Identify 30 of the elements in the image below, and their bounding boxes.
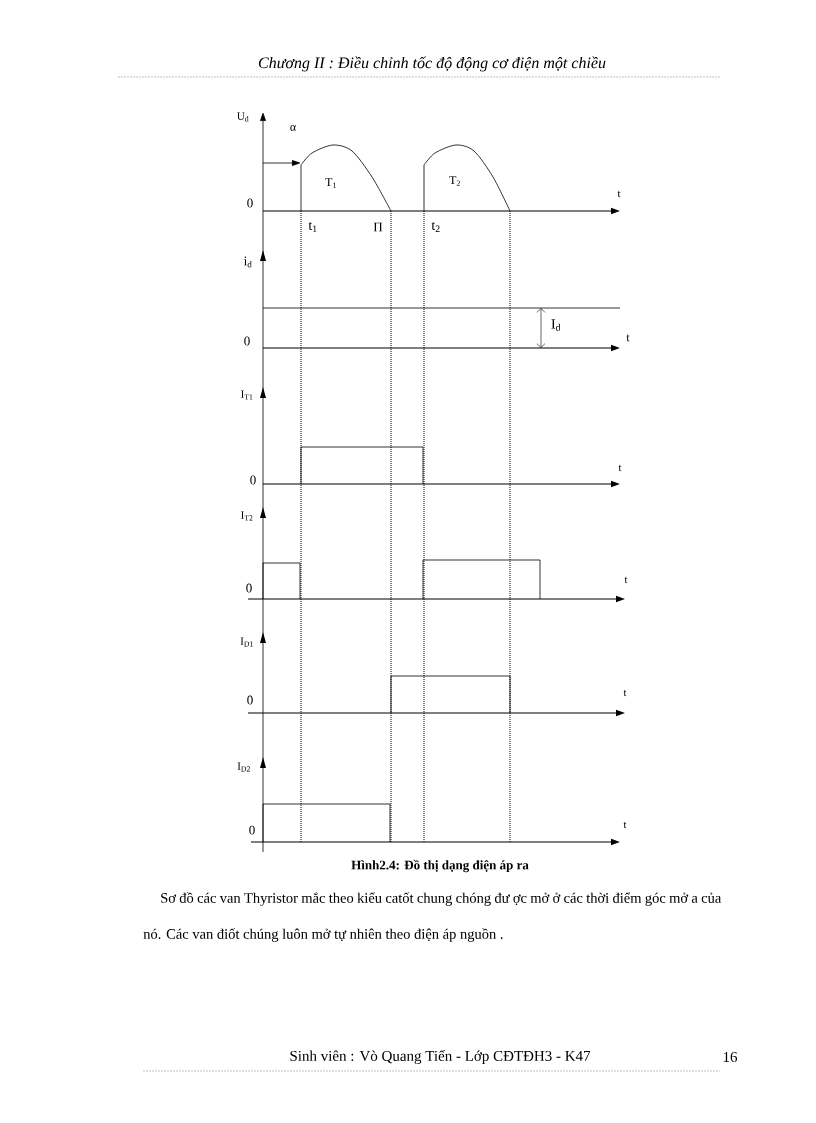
tick-label: t$_{1}$ [308,221,317,232]
tick-label: 0 [249,825,255,835]
axis-label: I$_{D1}$ [240,637,253,647]
axis-label: t [624,576,628,584]
axis-label: i$_{d}$ [243,256,252,268]
page-number: 16 [723,1052,738,1063]
dimension-label: I$_{d}$ [551,319,561,331]
tick-label: 0 [250,475,256,485]
axis-label: I$_{T1}$ [241,390,253,400]
axis-label: t [617,190,621,198]
footer-text: Sinh viên : Vò Quang Tiến - Lớp CĐTĐH3 - K47 [290,1049,591,1065]
caption: Hình2.4: Đồ thị dạng điện áp ra [351,859,529,873]
tick-label: 0 [247,695,253,705]
axis-label: t [626,334,630,342]
body-text: Sơ đồ các van Thyristor mắc theo kiểu catốt chung chóng đư ợc mở ở các thời điểm góc mở a của nó. Các van điốt chúng luôn mở tự nhiên theo điện áp nguồn . [143,892,722,942]
tick-label: 0 [246,583,252,593]
tick-label: 0 [247,198,253,208]
axis-label: t [623,821,627,829]
waveform-label: T$_{2}$ [449,176,460,186]
axis-label: t [618,464,622,472]
angle-label: α [290,125,296,131]
axis-label: I$_{D2}$ [237,762,250,772]
waveform-label: T$_{1}$ [325,178,336,188]
tick-label: Π [373,222,383,232]
axis-label: t [623,689,627,697]
tick-label: 0 [244,336,250,346]
axis-label: I$_{T2}$ [241,511,253,521]
axis-label: U$_{d}$ [237,112,249,122]
tick-label: t$_{2}$ [431,221,440,232]
header-text: Chương II : Điều chỉnh tốc độ động cơ điện một chiều [258,56,606,72]
